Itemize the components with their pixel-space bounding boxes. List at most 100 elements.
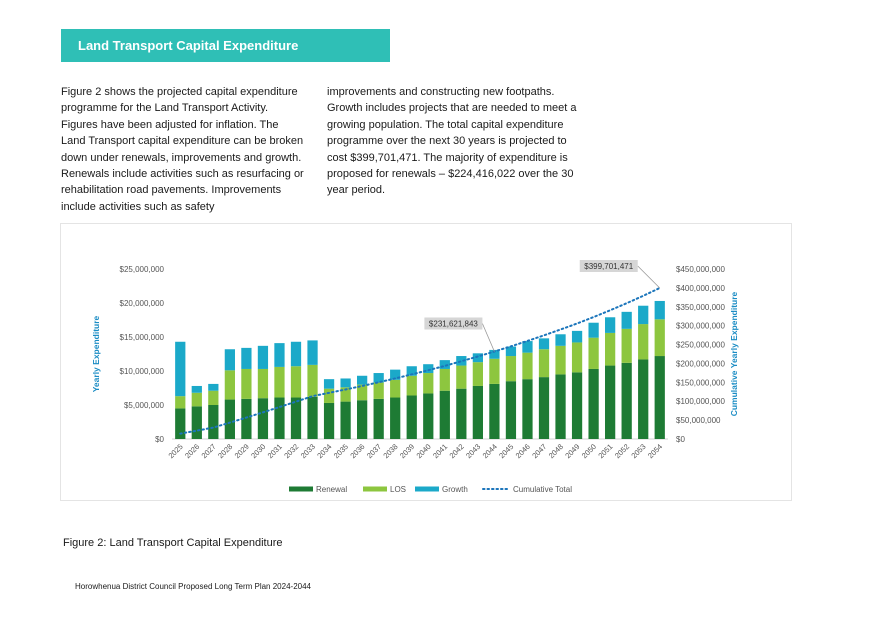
bar-growth [323, 379, 335, 389]
x-tick-label: 2049 [563, 442, 581, 460]
bar-growth [522, 341, 533, 353]
bar-growth [175, 341, 186, 397]
bar-los [423, 373, 434, 394]
section-title: Land Transport Capital Expenditure [78, 38, 299, 53]
bar-los [274, 366, 285, 398]
bar-growth [241, 347, 252, 369]
bar-renewal [257, 398, 269, 439]
x-tick-label: 2039 [398, 442, 416, 460]
y2-tick-label: $350,000,000 [676, 303, 725, 312]
bar-growth [621, 311, 632, 329]
bar-growth [191, 385, 202, 393]
y-tick-label: $0 [155, 435, 164, 444]
legend-label: Renewal [316, 485, 347, 494]
bar-renewal [390, 397, 401, 439]
bar-growth [390, 369, 401, 380]
y2-tick-label: $100,000,000 [676, 397, 725, 406]
bar-renewal [638, 359, 649, 439]
x-tick-label: 2036 [348, 442, 366, 460]
bar-growth [290, 341, 302, 367]
x-tick-label: 2032 [282, 442, 300, 460]
bar-growth [439, 360, 450, 369]
bar-renewal [654, 356, 665, 439]
x-tick-label: 2044 [481, 442, 499, 460]
bar-los [307, 364, 318, 397]
x-tick-label: 2051 [596, 442, 614, 460]
bar-los [456, 365, 467, 389]
bar-growth [489, 349, 500, 359]
x-tick-label: 2035 [332, 442, 350, 460]
bar-renewal [472, 385, 483, 439]
bar-growth [571, 330, 583, 343]
bar-renewal [323, 402, 335, 439]
bar-renewal [307, 396, 318, 439]
legend-swatch-los [363, 486, 387, 492]
x-tick-label: 2046 [514, 442, 532, 460]
x-tick-label: 2030 [249, 442, 267, 460]
y2-tick-label: $400,000,000 [676, 284, 725, 293]
x-tick-label: 2037 [365, 442, 383, 460]
bar-los [340, 387, 351, 402]
bar-growth [373, 373, 384, 383]
bar-los [390, 379, 401, 398]
bar-los [439, 368, 450, 391]
bar-renewal [505, 381, 517, 439]
annotation-box [579, 260, 638, 273]
bar-renewal [175, 408, 186, 439]
bar-renewal [373, 398, 384, 439]
annotation-label: $231,621,843 [429, 319, 478, 328]
bar-growth [538, 338, 550, 350]
bar-growth [505, 346, 517, 357]
bar-los [373, 382, 384, 399]
x-tick-label: 2027 [200, 442, 218, 460]
x-tick-label: 2034 [315, 442, 333, 460]
x-tick-label: 2042 [448, 442, 466, 460]
x-tick-label: 2052 [613, 442, 631, 460]
expenditure-chart: $0$5,000,000$10,000,000$15,000,000$20,00… [91, 260, 739, 494]
y-axis-title: Yearly Expenditure [91, 315, 101, 392]
bar-los [406, 375, 417, 396]
bar-renewal [406, 395, 417, 439]
bar-renewal [621, 362, 632, 439]
bar-renewal [241, 398, 252, 439]
bar-los [241, 368, 252, 399]
legend-label: Cumulative Total [513, 485, 572, 494]
bar-los [555, 345, 566, 375]
bar-growth [274, 343, 285, 367]
bar-renewal [208, 405, 219, 439]
bar-growth [605, 317, 616, 333]
bar-growth [638, 305, 649, 325]
x-tick-label: 2041 [431, 442, 449, 460]
y2-tick-label: $150,000,000 [676, 378, 725, 387]
bar-growth [406, 366, 417, 376]
bar-los [621, 328, 632, 363]
y2-tick-label: $300,000,000 [676, 322, 725, 331]
bar-los [489, 358, 500, 384]
bar-los [522, 352, 533, 380]
bar-growth [340, 378, 351, 388]
cumulative-line [179, 287, 661, 435]
y2-tick-label: $200,000,000 [676, 359, 725, 368]
bar-los [472, 362, 483, 386]
bar-los [571, 342, 583, 373]
bar-renewal [439, 390, 450, 439]
x-tick-label: 2050 [580, 442, 598, 460]
x-tick-label: 2026 [183, 442, 201, 460]
y-tick-label: $5,000,000 [124, 401, 165, 410]
bar-growth [208, 383, 219, 391]
bar-growth [357, 375, 368, 385]
legend-swatch-growth [415, 486, 439, 492]
bar-los [505, 356, 517, 382]
x-tick-label: 2025 [167, 442, 185, 460]
bar-growth [654, 300, 665, 320]
bar-renewal [224, 399, 235, 439]
bar-renewal [191, 406, 202, 439]
bar-los [588, 337, 599, 369]
legend-label: Growth [442, 485, 468, 494]
bar-los [257, 368, 269, 399]
bar-los [605, 332, 616, 366]
x-tick-label: 2045 [497, 442, 515, 460]
x-tick-label: 2038 [381, 442, 399, 460]
bar-growth [472, 353, 483, 363]
x-tick-label: 2054 [646, 442, 664, 460]
